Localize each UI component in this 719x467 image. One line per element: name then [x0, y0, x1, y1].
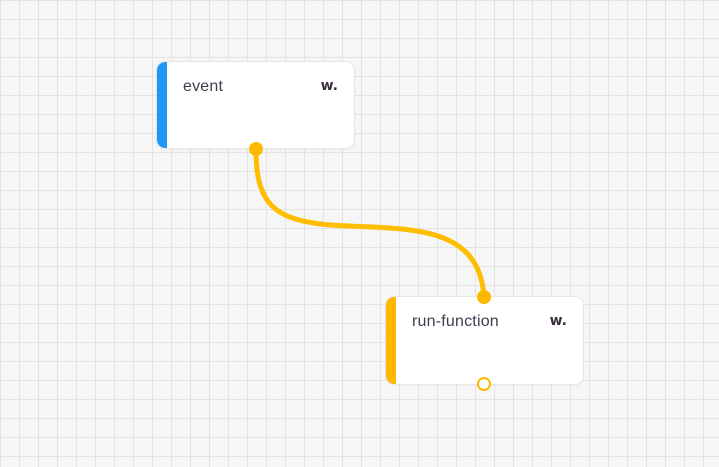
node-accent-bar	[386, 297, 396, 384]
connection-edge[interactable]	[253, 147, 487, 301]
node-title: run-function	[412, 313, 499, 330]
run-function-node[interactable]: run-function w.	[386, 297, 583, 384]
event-node[interactable]: event w.	[157, 62, 354, 148]
node-title: event	[183, 78, 224, 95]
node-accent-bar	[157, 62, 167, 148]
output-port[interactable]	[249, 142, 263, 156]
output-port[interactable]	[477, 377, 491, 391]
brand-logo-icon: w.	[549, 313, 567, 329]
brand-logo-icon: w.	[320, 78, 338, 94]
input-port[interactable]	[477, 290, 491, 304]
